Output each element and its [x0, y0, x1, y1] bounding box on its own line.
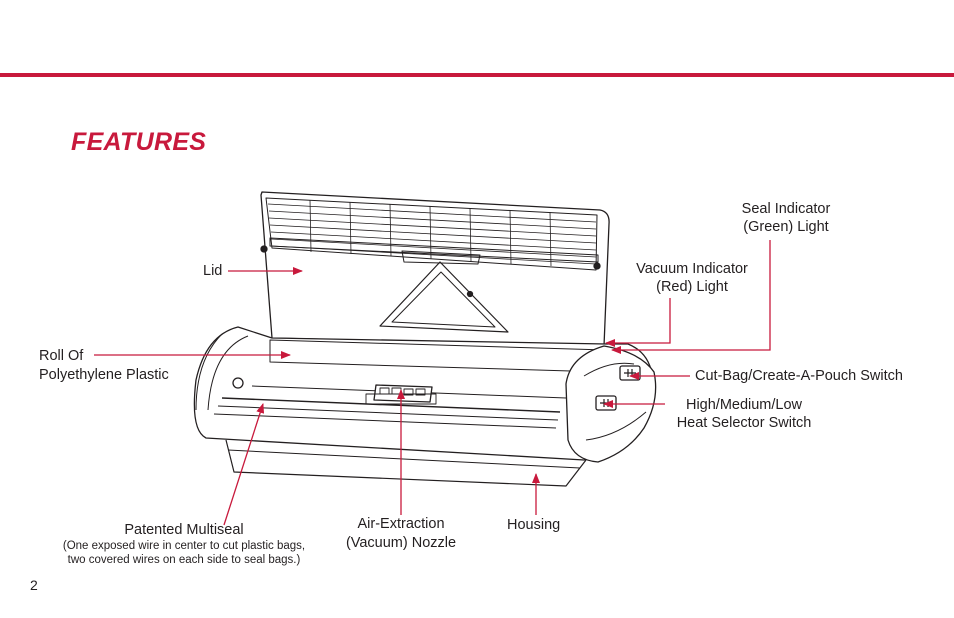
- page-number: 2: [30, 577, 38, 593]
- nozzle-label-line2: (Vacuum) Nozzle: [345, 535, 457, 551]
- multiseal-note-line2: two covered wires on each side to seal b…: [67, 554, 301, 566]
- seal-label-line1: Seal Indicator: [741, 201, 831, 217]
- nozzle-label-line1: Air-Extraction: [357, 516, 445, 532]
- vacuum-label-line1: Vacuum Indicator: [636, 261, 748, 277]
- vacuum-label-line2: (Red) Light: [656, 279, 728, 295]
- seal-label-line2: (Green) Light: [743, 219, 829, 235]
- page-title: FEATURES: [71, 128, 207, 156]
- roll-label-line2: Polyethylene Plastic: [39, 367, 169, 383]
- multiseal-label: Patented Multiseal: [124, 522, 244, 538]
- cutbag-label: Cut-Bag/Create-A-Pouch Switch: [695, 368, 903, 384]
- roll-label-line1: Roll Of: [39, 348, 84, 364]
- heat-label-line1: High/Medium/Low: [685, 397, 803, 413]
- heat-label-line2: Heat Selector Switch: [676, 415, 812, 431]
- seal-callout: [611, 240, 771, 354]
- lid-panel: [260, 191, 610, 347]
- multiseal-callout: [223, 403, 265, 526]
- header-rule: [0, 73, 954, 77]
- housing-label: Housing: [507, 517, 561, 533]
- vacuum-callout: [605, 298, 671, 347]
- multiseal-note-line1: (One exposed wire in center to cut plast…: [62, 540, 306, 552]
- lid-label: Lid: [203, 263, 223, 279]
